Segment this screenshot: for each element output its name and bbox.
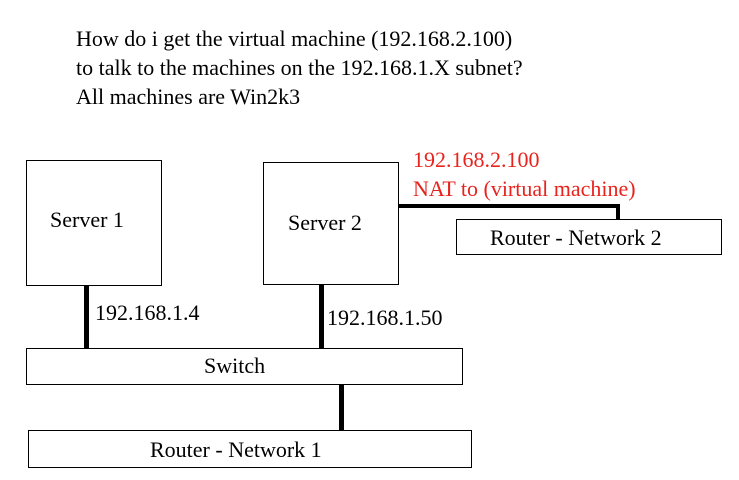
switch-router1-link: [339, 385, 344, 431]
switch-box: [26, 348, 463, 385]
server1-switch-link: [84, 286, 89, 349]
vm-nat-label: NAT to (virtual machine): [413, 176, 636, 201]
server2-switch-link: [319, 285, 324, 349]
question-line-1: How do i get the virtual machine (192.16…: [76, 26, 513, 51]
router-network-2-box: [456, 219, 722, 255]
server-1-box: [26, 160, 162, 286]
question-line-2: to talk to the machines on the 192.168.1…: [76, 55, 523, 80]
server-2-box: [263, 162, 399, 285]
router-network-1-box: [28, 430, 472, 468]
server2-router2-link-horizontal: [399, 204, 620, 208]
switch-label: Switch: [204, 353, 266, 378]
router-network-2-label: Router - Network 2: [490, 225, 662, 250]
server2-router2-link-vertical: [616, 204, 620, 220]
router-network-1-label: Router - Network 1: [150, 437, 322, 462]
server-2-label: Server 2: [288, 210, 362, 235]
server-1-label: Server 1: [50, 207, 124, 232]
question-text: How do i get the virtual machine (192.16…: [76, 24, 523, 111]
server-2-ip-label: 192.168.1.50: [327, 305, 443, 330]
vm-ip-label: 192.168.2.100: [413, 147, 540, 172]
question-line-3: All machines are Win2k3: [76, 84, 301, 109]
server-1-ip-label: 192.168.1.4: [95, 300, 200, 325]
